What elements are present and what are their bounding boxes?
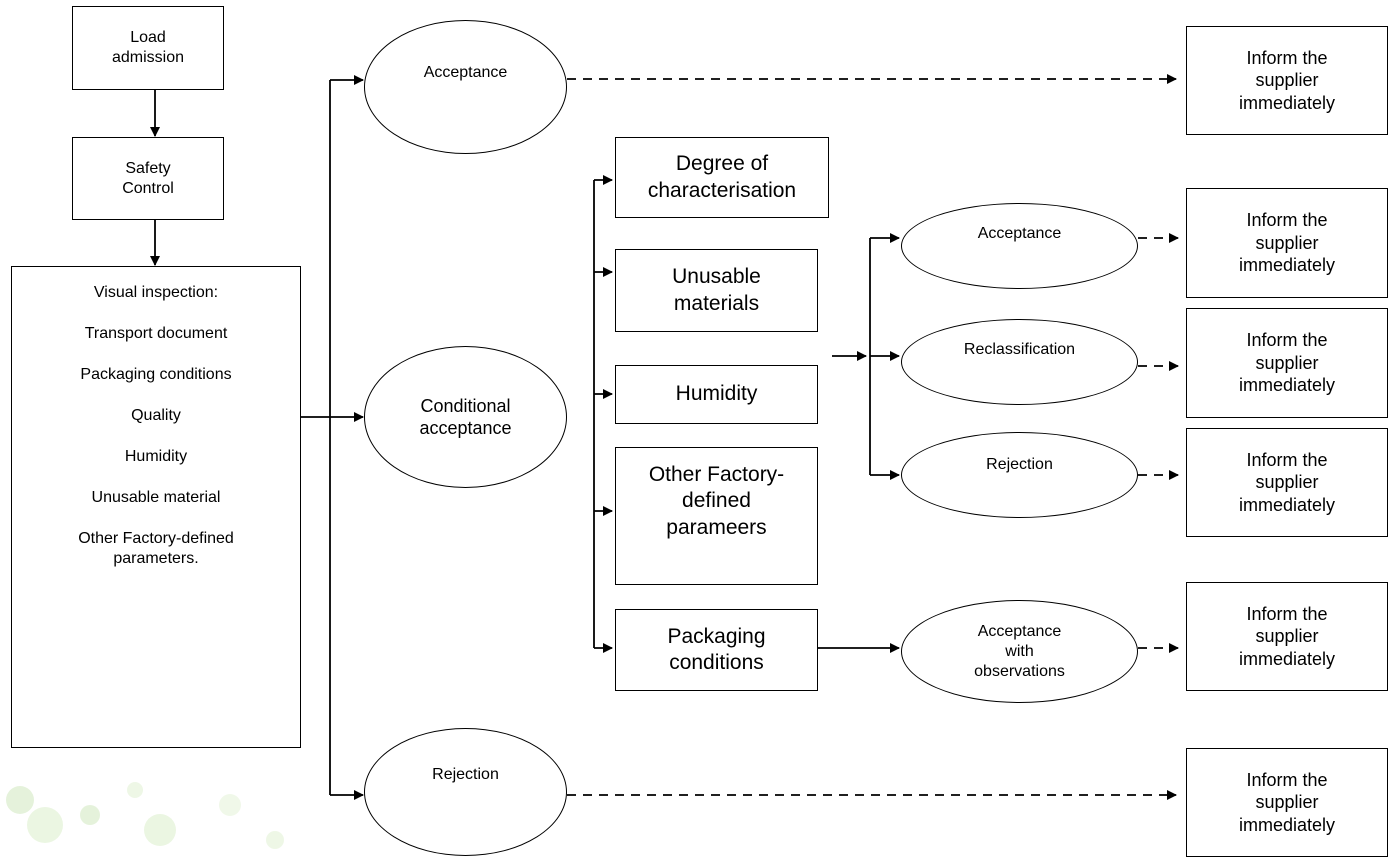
degree-of-characterisation-label: Degree of characterisation <box>647 152 797 202</box>
inform-supplier-box: Inform the supplier immediately <box>1186 582 1388 691</box>
reclassification-ellipse: Reclassification <box>901 319 1138 405</box>
visual-inspection-title: Visual inspection: <box>93 284 219 301</box>
inform-supplier-label: Inform the supplier immediately <box>1238 449 1336 515</box>
load-admission-box: Load admission <box>72 6 224 90</box>
inform-supplier-box: Inform the supplier immediately <box>1186 748 1388 857</box>
acceptance-with-observations-ellipse: Acceptance with observations <box>901 600 1138 703</box>
visual-inspection-item: Humidity <box>124 448 188 465</box>
rejection-label: Rejection <box>432 766 499 783</box>
packaging-conditions-label: Packaging conditions <box>667 624 766 674</box>
visual-inspection-item: Unusable material <box>91 489 221 506</box>
humidity-label: Humidity <box>675 382 758 406</box>
degree-of-characterisation-box: Degree of characterisation <box>615 137 829 218</box>
inform-supplier-label: Inform the supplier immediately <box>1238 47 1336 113</box>
acceptance-label: Acceptance <box>423 64 508 81</box>
packaging-conditions-box: Packaging conditions <box>615 609 818 691</box>
visual-inspection-item: Other Factory-defined parameters. <box>78 530 234 567</box>
humidity-box: Humidity <box>615 365 818 424</box>
inform-supplier-box: Inform the supplier immediately <box>1186 308 1388 418</box>
visual-inspection-item: Transport document <box>84 325 228 342</box>
conditional-acceptance-ellipse: Conditional acceptance <box>364 346 567 488</box>
reclassification-label: Reclassification <box>963 341 1076 358</box>
acceptance-mid-label: Acceptance <box>977 225 1062 242</box>
rejection-mid-label: Rejection <box>986 456 1053 473</box>
acceptance-with-observations-label: Acceptance with observations <box>974 622 1065 680</box>
safety-control-box: Safety Control <box>72 137 224 220</box>
rejection-ellipse: Rejection <box>364 728 567 856</box>
acceptance-mid-ellipse: Acceptance <box>901 203 1138 289</box>
safety-control-label: Safety Control <box>122 159 174 197</box>
inform-supplier-label: Inform the supplier immediately <box>1238 769 1336 835</box>
decorative-foliage <box>6 782 284 849</box>
rejection-mid-ellipse: Rejection <box>901 432 1138 518</box>
conditional-acceptance-label: Conditional acceptance <box>419 395 512 439</box>
inform-supplier-label: Inform the supplier immediately <box>1238 210 1336 276</box>
inform-supplier-label: Inform the supplier immediately <box>1238 330 1336 396</box>
load-admission-label: Load admission <box>111 29 185 66</box>
visual-inspection-box: Visual inspection: Transport document Pa… <box>11 266 301 748</box>
unusable-materials-box: Unusable materials <box>615 249 818 332</box>
visual-inspection-item: Packaging conditions <box>80 366 232 383</box>
inform-supplier-label: Inform the supplier immediately <box>1238 603 1336 669</box>
other-factory-defined-box: Other Factory- defined parameers <box>615 447 818 585</box>
acceptance-ellipse: Acceptance <box>364 20 567 154</box>
inform-supplier-box: Inform the supplier immediately <box>1186 188 1388 298</box>
inform-supplier-box: Inform the supplier immediately <box>1186 428 1388 537</box>
visual-inspection-item: Quality <box>131 407 181 424</box>
unusable-materials-label: Unusable materials <box>672 265 761 315</box>
inform-supplier-box: Inform the supplier immediately <box>1186 26 1388 135</box>
other-factory-defined-label: Other Factory- defined parameers <box>648 463 785 539</box>
